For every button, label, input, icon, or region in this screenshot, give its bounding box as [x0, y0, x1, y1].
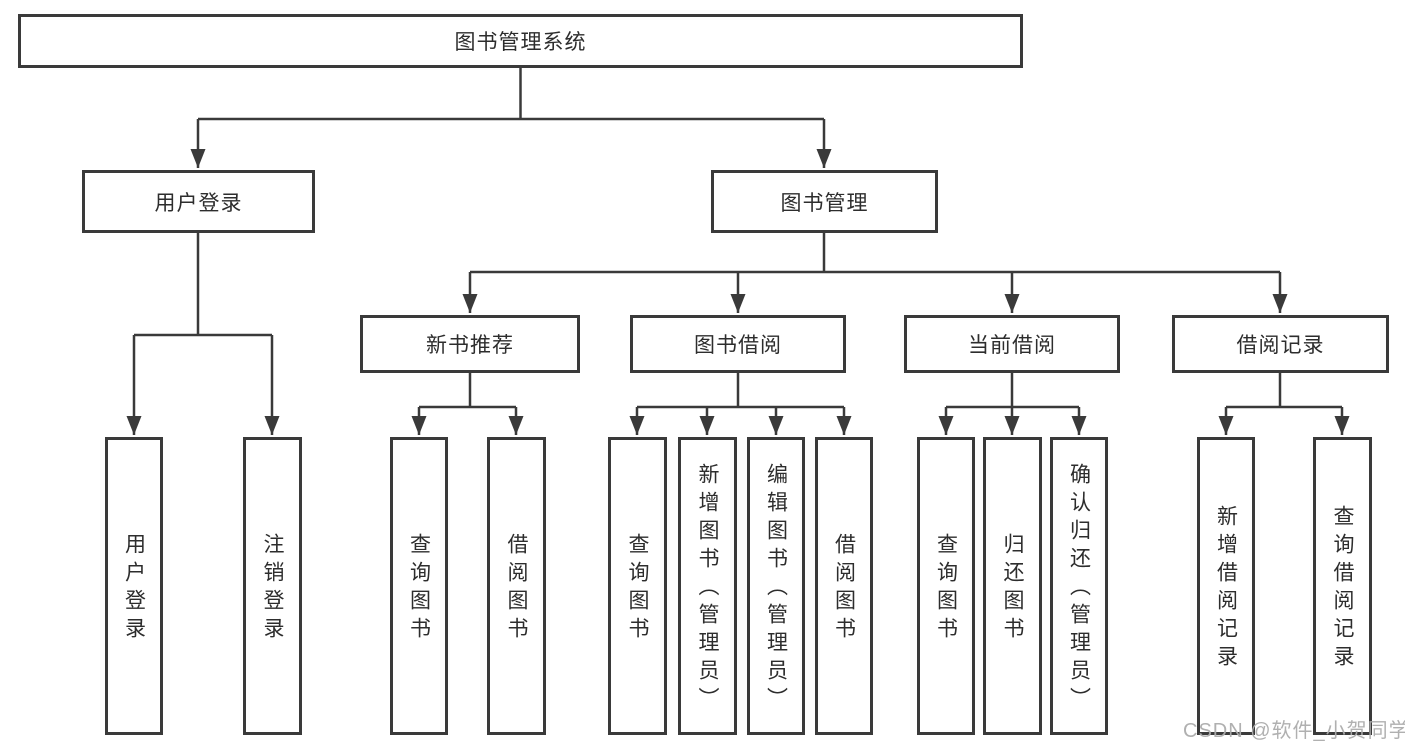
node-logout-leaf: 注销登录: [243, 437, 302, 735]
node-borrow-records: 借阅记录: [1172, 315, 1389, 373]
node-book-management: 图书管理: [711, 170, 938, 233]
node-borrow-add-books-admin: 新增图书（管理员）: [678, 437, 737, 735]
node-library-system-root: 图书管理系统: [18, 14, 1023, 68]
node-user-login: 用户登录: [82, 170, 315, 233]
node-new-book-recommend: 新书推荐: [360, 315, 580, 373]
node-borrow-edit-books-admin: 编辑图书（管理员）: [747, 437, 805, 735]
node-current-query-books: 查询图书: [917, 437, 975, 735]
watermark: CSDN @软件_小贺同学: [1183, 720, 1405, 742]
node-current-return-books: 归还图书: [983, 437, 1042, 735]
node-user-login-leaf: 用户登录: [105, 437, 163, 735]
node-current-confirm-return-admin: 确认归还（管理员）: [1050, 437, 1108, 735]
node-recommend-borrow-books: 借阅图书: [487, 437, 546, 735]
node-current-borrow: 当前借阅: [904, 315, 1120, 373]
node-records-add-record: 新增借阅记录: [1197, 437, 1255, 735]
node-borrow-query-books: 查询图书: [608, 437, 667, 735]
node-book-borrow: 图书借阅: [630, 315, 846, 373]
node-borrow-borrow-books: 借阅图书: [815, 437, 873, 735]
node-recommend-query-books: 查询图书: [390, 437, 448, 735]
node-records-query-record: 查询借阅记录: [1313, 437, 1372, 735]
